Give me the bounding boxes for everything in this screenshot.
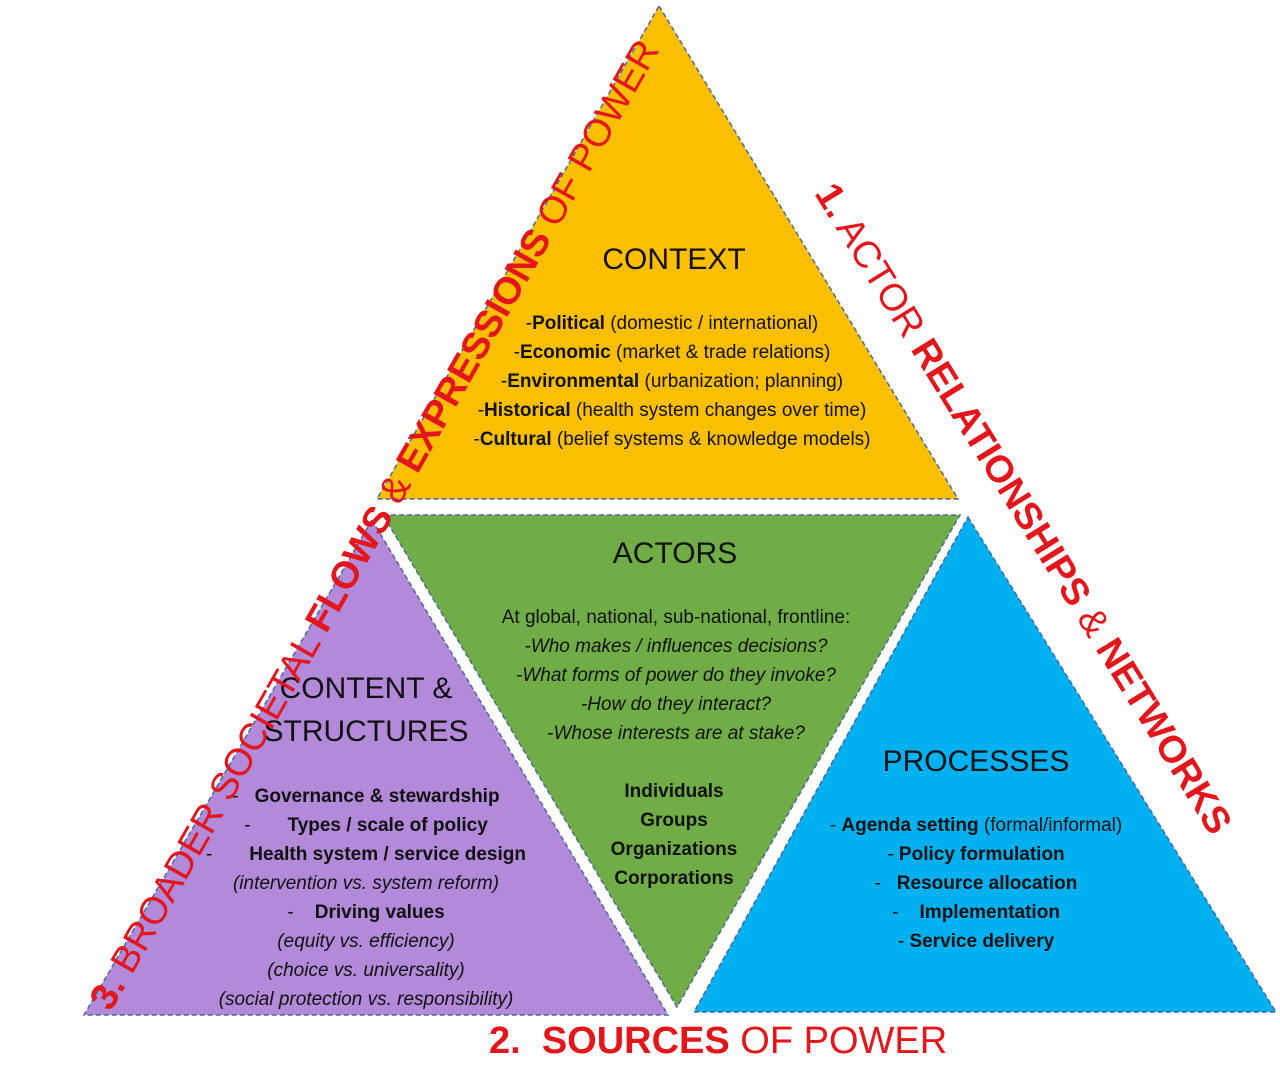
processes-triangle	[692, 515, 1278, 1013]
context-list: -Political (domestic / international) -E…	[400, 309, 944, 454]
actors-question: -How do they interact?	[580, 694, 772, 715]
context-item: -Cultural (belief systems & knowledge mo…	[473, 429, 871, 450]
actor-type: Groups	[640, 810, 708, 831]
content-item: (choice vs. universality)	[267, 960, 465, 981]
process-item: - Agenda setting (formal/informal)	[829, 815, 1123, 836]
content-item: - Types / scale of policy	[244, 815, 488, 836]
context-item: -Environmental (urbanization; planning)	[500, 371, 844, 392]
actors-question: -Whose interests are at stake?	[547, 723, 805, 744]
content-item: (intervention vs. system reform)	[232, 873, 500, 894]
actor-type: Individuals	[624, 781, 724, 802]
actors-types: Individuals Groups Organizations Corpora…	[574, 777, 774, 893]
actors-title: ACTORS	[612, 537, 738, 570]
content-list: - Governance & stewardship - Types / sca…	[166, 782, 566, 1014]
context-triangle	[375, 4, 960, 500]
context-title: CONTEXT	[602, 243, 746, 276]
actors-question: -Who makes / influences decisions?	[524, 636, 828, 657]
content-title-line: CONTENT &	[279, 672, 453, 705]
processes-title: PROCESSES	[882, 745, 1070, 778]
process-item: - Policy formulation	[887, 844, 1065, 865]
actor-type: Organizations	[610, 839, 738, 860]
process-item: - Resource allocation	[874, 873, 1078, 894]
content-item: - Driving values	[287, 902, 445, 923]
content-item: - Governance & stewardship	[232, 786, 500, 807]
content-item: (social protection vs. responsibility)	[218, 989, 514, 1010]
content-triangle	[82, 518, 670, 1016]
actors-questions: -Who makes / influences decisions? -What…	[424, 632, 928, 748]
process-item: - Implementation	[892, 902, 1060, 923]
content-title-line: STRUCTURES	[263, 715, 469, 748]
content-title: CONTENT & STRUCTURES	[236, 667, 496, 753]
context-item: -Economic (market & trade relations)	[513, 342, 831, 363]
content-item: (equity vs. efficiency)	[277, 931, 455, 952]
content-item: - Health system / service design	[206, 844, 526, 865]
actors-triangle	[381, 514, 962, 1009]
processes-list: - Agenda setting (formal/informal) - Pol…	[776, 811, 1176, 956]
actors-intro: At global, national, sub-national, front…	[501, 607, 851, 628]
context-item: -Political (domestic / international)	[525, 313, 819, 334]
context-item: -Historical (health system changes over …	[477, 400, 867, 421]
process-item: - Service delivery	[897, 931, 1055, 952]
side-label-bottom: 2. SOURCES OF POWER	[489, 1020, 948, 1062]
actor-type: Corporations	[614, 868, 734, 889]
actors-question: -What forms of power do they invoke?	[516, 665, 836, 686]
